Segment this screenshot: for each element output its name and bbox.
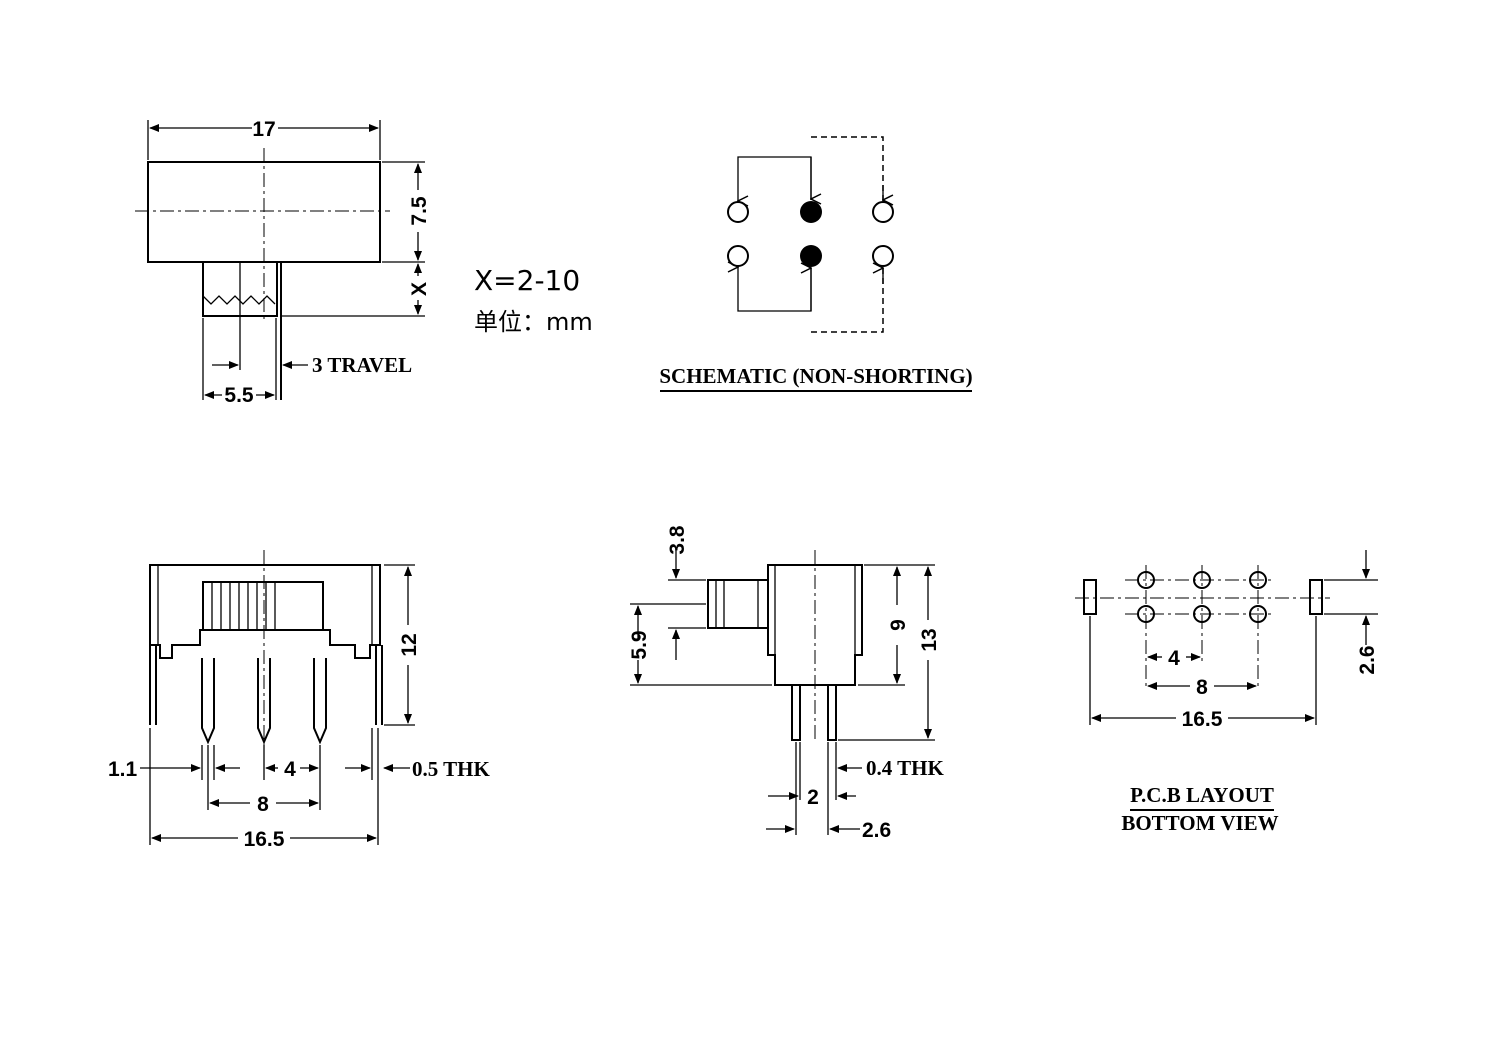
terminal-common-2 [800, 245, 822, 267]
dim-pin-gap: 2 [807, 786, 819, 809]
mount-slot-left [1083, 579, 1097, 615]
dim-total-16-5: 16.5 [244, 828, 285, 851]
pcb-layout: 2.6 4 8 16.5 P.C.B LAYOUT BOTTOM VIEW [1075, 550, 1379, 835]
pin-2 [257, 658, 271, 745]
schematic-title: SCHEMATIC (NON-SHORTING) [659, 364, 972, 388]
slide-knob-front [202, 581, 324, 631]
dim-knob-5-5: 5.5 [224, 384, 254, 407]
terminal-open-1 [727, 201, 749, 223]
pcb-title-2: BOTTOM VIEW [1121, 811, 1278, 835]
dim-thickness: 0.5 THK [412, 757, 490, 781]
dim-width-17: 17 [252, 118, 275, 141]
switch-body-front [149, 564, 381, 659]
dim-x: X [408, 282, 431, 296]
dim-pin-span: 2.6 [862, 819, 891, 842]
dim-height-7-5: 7.5 [408, 196, 431, 226]
dim-pin-width: 1.1 [108, 758, 138, 781]
terminal-common-1 [800, 201, 822, 223]
side-pin-right [827, 684, 837, 741]
dim-body-9: 9 [887, 619, 910, 631]
unit-label: 单位：mm [474, 308, 593, 336]
dim-thickness-side: 0.4 THK [866, 756, 944, 780]
top-view: 17 7.5 X 3 TRAVEL 5.5 [135, 118, 431, 407]
dim-knob-offset: 5.9 [628, 630, 651, 659]
dim-height-12: 12 [398, 633, 421, 656]
front-view: 12 1.1 4 0.5 THK 8 16.5 [108, 550, 490, 851]
pcb-dim-pitch-4: 4 [1168, 647, 1180, 670]
dim-knob-height: 3.8 [666, 525, 689, 555]
dim-span-8: 8 [257, 793, 269, 816]
pcb-dim-span-8: 8 [1196, 676, 1208, 699]
terminal-open-3 [727, 245, 749, 267]
terminal-open-2 [872, 201, 894, 223]
dim-row-2-6: 2.6 [1356, 645, 1379, 674]
pcb-title-1: P.C.B LAYOUT [1130, 783, 1274, 807]
dim-travel: 3 TRAVEL [312, 353, 412, 377]
slide-knob-side [707, 579, 769, 629]
switch-body-side [767, 564, 863, 686]
mount-slot-right [1309, 579, 1323, 615]
pin-1 [201, 658, 215, 745]
pcb-dim-total: 16.5 [1182, 708, 1223, 731]
terminal-open-4 [872, 245, 894, 267]
note: X=2-10 单位：mm [474, 264, 593, 336]
side-pin-left [791, 684, 801, 741]
pin-3 [313, 658, 327, 745]
dim-total-13: 13 [918, 628, 941, 651]
dim-pitch-4: 4 [284, 758, 296, 781]
schematic: SCHEMATIC (NON-SHORTING) [659, 136, 973, 392]
x-range: X=2-10 [474, 264, 580, 297]
side-view: 3.8 5.9 9 13 0.4 THK 2 2.6 [628, 525, 944, 842]
